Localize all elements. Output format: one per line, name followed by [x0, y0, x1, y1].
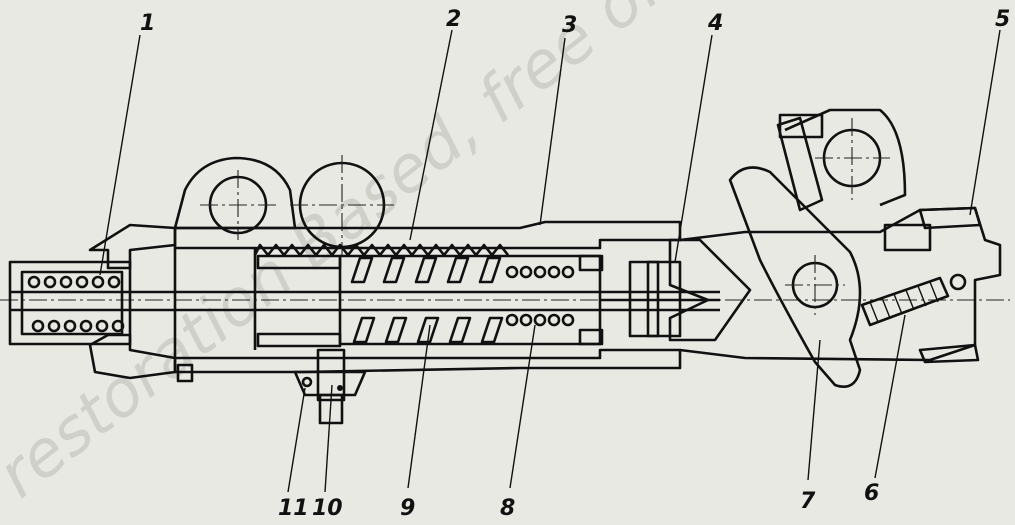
leader-line-11	[287, 387, 306, 493]
callout-4: 4	[707, 11, 723, 36]
leader-line-2	[409, 29, 453, 241]
frame-arm	[679, 206, 1002, 364]
callout-6: 6	[864, 481, 879, 506]
piston-joint	[600, 238, 752, 342]
leader-line-4	[674, 34, 713, 263]
main-spring	[350, 256, 504, 344]
callout-8: 8	[500, 496, 515, 521]
leader-line-3	[539, 37, 566, 226]
left-spring-bottom-coils	[31, 319, 125, 333]
callout-2: 2	[446, 7, 461, 32]
leader-line-6	[874, 314, 906, 479]
lever-arm	[728, 166, 862, 388]
left-spring-top-coils	[27, 275, 121, 289]
callout-5: 5	[995, 7, 1010, 32]
inner-spring	[505, 265, 575, 327]
left-spring	[27, 275, 125, 333]
callout-7: 7	[800, 489, 816, 514]
latch-assembly	[776, 108, 907, 212]
leader-line-1	[99, 34, 141, 276]
leader-line-8	[509, 324, 536, 489]
central-rod	[10, 290, 720, 312]
leader-line-9	[407, 324, 431, 489]
callout-3: 3	[562, 13, 577, 38]
callout-1: 1	[140, 11, 155, 36]
callout-9: 9	[400, 496, 415, 521]
leader-line-10	[324, 384, 333, 493]
leader-lines	[99, 29, 1001, 493]
callout-10: 10	[312, 496, 343, 521]
leader-line-7	[807, 339, 821, 481]
leader-line-5	[969, 29, 1001, 216]
callout-labels: 1 2 3 4 5 6 7 8 9 10 11	[140, 7, 1010, 521]
callout-11: 11	[278, 496, 309, 521]
inclined-spring	[860, 223, 967, 327]
